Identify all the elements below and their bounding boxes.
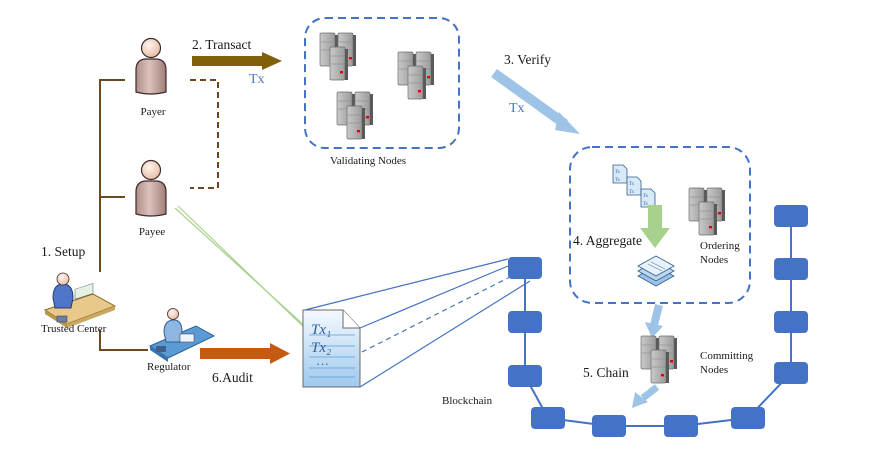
trusted-center-icon[interactable]: [43, 272, 117, 328]
blockchain-blocks: [508, 205, 808, 437]
ordering-server-icon[interactable]: [689, 188, 725, 235]
validating-server-icon[interactable]: [398, 52, 434, 99]
transact-tx-label: Tx: [249, 72, 265, 87]
committing-server-icon[interactable]: [641, 336, 677, 383]
validating-server-icon[interactable]: [337, 92, 373, 139]
regulator-icon[interactable]: [148, 308, 216, 363]
chain-arrow: [632, 384, 660, 408]
block[interactable]: [508, 257, 542, 279]
block[interactable]: [774, 258, 808, 280]
block[interactable]: [508, 365, 542, 387]
ordering-nodes-label-line1: Ordering: [700, 240, 740, 252]
ordering-nodes-group-box[interactable]: [569, 146, 751, 304]
block[interactable]: [774, 205, 808, 227]
ledger-ellipsis-line: …: [316, 353, 329, 368]
ledger-document-icon[interactable]: [302, 309, 361, 388]
step-setup-label: 1. Setup: [41, 244, 86, 259]
ledger-tx1-line: Tx₁: [311, 322, 332, 338]
validating-nodes-label: Validating Nodes: [330, 155, 407, 167]
block[interactable]: [664, 415, 698, 437]
block[interactable]: [774, 311, 808, 333]
block[interactable]: [508, 311, 542, 333]
transaction-docs-icon: [612, 164, 656, 208]
trusted-center-label: Trusted Center: [41, 323, 107, 335]
step-chain-label: 5. Chain: [583, 365, 629, 380]
ledger-tx2-line: Tx₂: [311, 340, 332, 356]
block[interactable]: [774, 362, 808, 384]
validating-server-icon[interactable]: [320, 33, 356, 80]
payee-label: Payee: [138, 226, 166, 238]
audit-arrow: [200, 343, 290, 364]
block[interactable]: [592, 415, 626, 437]
block[interactable]: [531, 407, 565, 429]
transact-arrow: [192, 52, 282, 70]
verify-tx-label: Tx: [509, 101, 525, 116]
step-transact-label: 2. Transact: [192, 37, 252, 52]
committing-nodes-label-line2: Nodes: [700, 364, 729, 376]
step-verify-label: 3. Verify: [504, 52, 551, 67]
payee-ledger-links: [174, 205, 311, 334]
block[interactable]: [731, 407, 765, 429]
payer-icon[interactable]: [135, 37, 167, 95]
blockchain-label: Blockchain: [442, 395, 493, 407]
aggregate-arrow: [640, 205, 670, 248]
step-aggregate-label: 4. Aggregate: [573, 233, 642, 248]
order-to-commit-arrow: [645, 304, 663, 338]
payer-label: Payer: [140, 106, 166, 118]
setup-tree-lines: [99, 79, 148, 351]
payer-payee-dashed-link: [190, 79, 219, 189]
ledger-block-projection: [304, 258, 531, 388]
regulator-label: Regulator: [147, 361, 191, 373]
committing-nodes-label-line1: Committing: [700, 350, 754, 362]
step-audit-label: 6.Audit: [212, 370, 253, 385]
block-stack-icon: [637, 255, 675, 287]
validating-nodes-group-box[interactable]: [304, 17, 460, 149]
payee-icon[interactable]: [135, 159, 167, 217]
ordering-nodes-label-line2: Nodes: [700, 254, 729, 266]
verify-arrow: [491, 68, 580, 134]
